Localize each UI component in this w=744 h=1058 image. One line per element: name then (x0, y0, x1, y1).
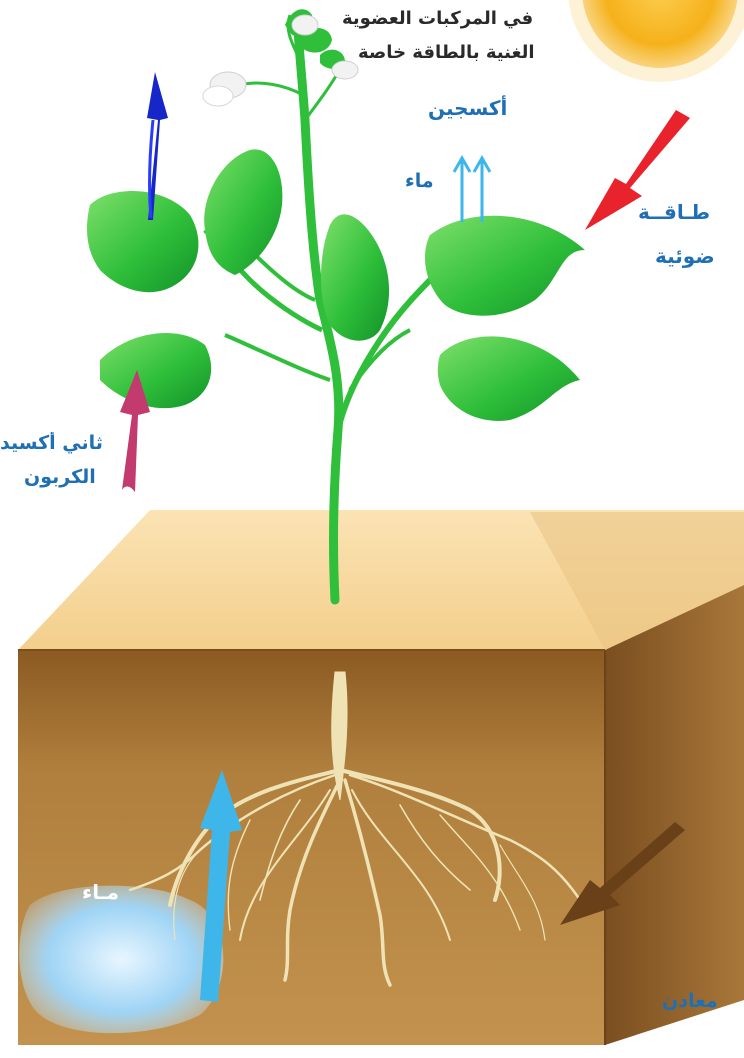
flower-4 (332, 61, 358, 79)
minerals-label: معادن (662, 990, 718, 1012)
co2-label-line2: الكربون (24, 466, 96, 488)
water-up-arrows-icon (454, 158, 490, 222)
water-pool-icon (19, 886, 223, 1034)
leaf-4 (425, 216, 585, 316)
light-energy-label-line2: ضوئية (655, 244, 715, 268)
flower-3 (292, 15, 318, 35)
sun-icon (568, 0, 744, 82)
soil-side-face (605, 585, 744, 1045)
water-label-soil: مـاء (82, 880, 119, 904)
organic-compounds-label-line1: في المركبات العضوية (342, 8, 533, 29)
leaf-3 (321, 214, 389, 340)
flower-2 (203, 86, 233, 106)
leaf-2 (204, 149, 282, 275)
organic-compounds-label-line2: الغنية بالطاقة خاصة (358, 42, 535, 63)
water-label-top: ماء (405, 170, 434, 192)
leaf-6 (438, 336, 580, 421)
leaf-1 (87, 191, 198, 292)
light-energy-label-line1: طـاقــة (638, 200, 710, 224)
leaf-5 (100, 333, 211, 408)
co2-label-line1: ثاني أكسيد (0, 432, 118, 454)
oxygen-label: أكسجين (428, 96, 507, 120)
